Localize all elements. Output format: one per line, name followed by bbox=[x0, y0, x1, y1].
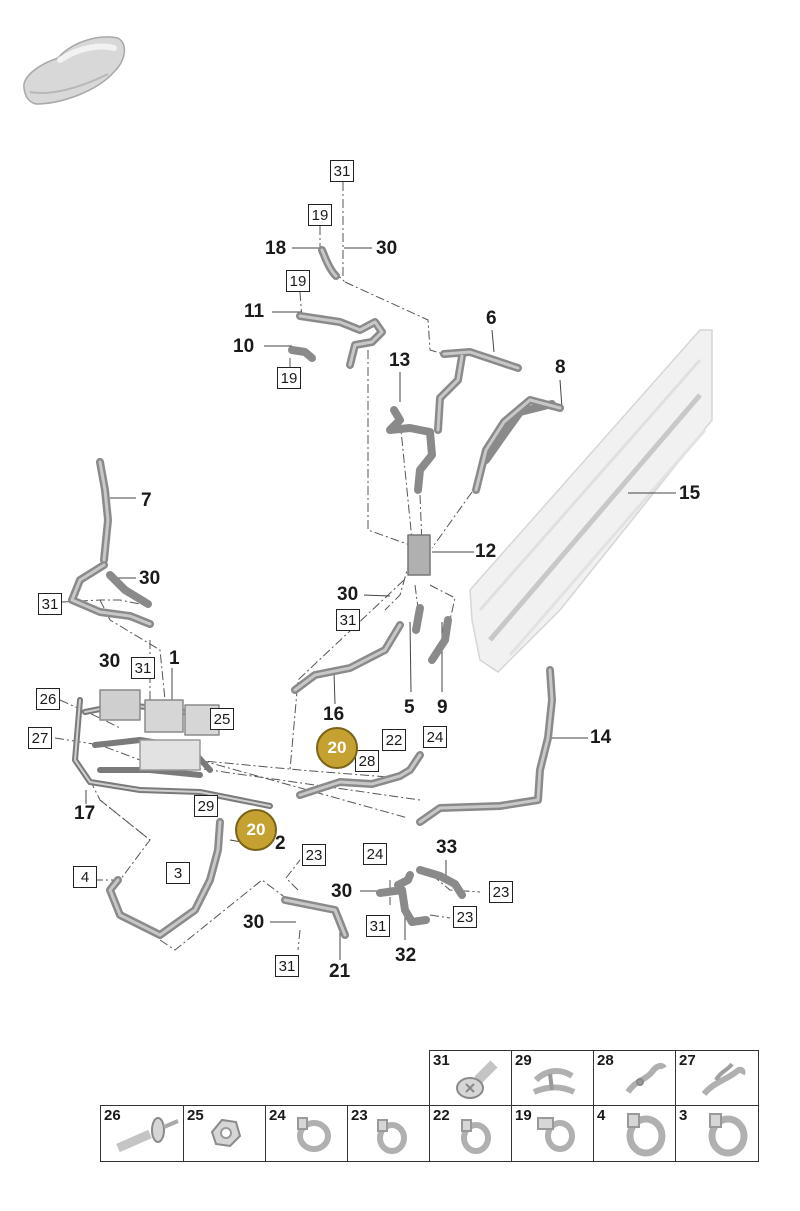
part-label: 7 bbox=[141, 490, 152, 511]
cell-number: 27 bbox=[679, 1052, 696, 1069]
ref-box: 24 bbox=[363, 843, 387, 865]
cell-number: 22 bbox=[433, 1107, 450, 1124]
ref-box: 27 bbox=[28, 727, 52, 749]
ref-box: 22 bbox=[382, 729, 406, 751]
part-label: 5 bbox=[404, 697, 415, 718]
cell-number: 31 bbox=[433, 1052, 450, 1069]
part-label: 30 bbox=[99, 651, 121, 672]
ref-box: 23 bbox=[302, 844, 326, 866]
ref-box: 31 bbox=[330, 160, 354, 182]
ref-box: 29 bbox=[194, 795, 218, 817]
parts-table-cell: 23 bbox=[347, 1105, 430, 1162]
parts-table-cell: 22 bbox=[429, 1105, 512, 1162]
part-label: 1 bbox=[169, 648, 180, 669]
cell-number: 29 bbox=[515, 1052, 532, 1069]
part-label: 17 bbox=[74, 803, 96, 824]
ref-box: 23 bbox=[453, 906, 477, 928]
cell-number: 24 bbox=[269, 1107, 286, 1124]
callout-badge: 20 bbox=[316, 727, 358, 769]
ref-box: 31 bbox=[366, 915, 390, 937]
parts-table-cell: 28 bbox=[593, 1050, 676, 1106]
cell-number: 19 bbox=[515, 1107, 532, 1124]
part-label: 30 bbox=[337, 584, 359, 605]
part-label: 14 bbox=[590, 727, 612, 748]
part-label: 30 bbox=[243, 912, 265, 933]
part-label: 21 bbox=[329, 961, 351, 982]
parts-table-cell: 4 bbox=[593, 1105, 676, 1162]
ref-box: 24 bbox=[423, 726, 447, 748]
cell-number: 4 bbox=[597, 1107, 606, 1124]
part-label: 11 bbox=[244, 301, 265, 322]
part-label: 6 bbox=[486, 308, 497, 329]
ref-box: 19 bbox=[308, 204, 332, 226]
ref-box: 23 bbox=[489, 881, 513, 903]
ref-box: 28 bbox=[355, 750, 379, 772]
parts-table-cell: 27 bbox=[675, 1050, 759, 1106]
cell-number: 28 bbox=[597, 1052, 614, 1069]
ref-box: 31 bbox=[38, 593, 62, 615]
ref-box: 31 bbox=[336, 609, 360, 631]
part-label: 8 bbox=[555, 357, 566, 378]
ref-box: 4 bbox=[73, 866, 97, 888]
body-panel-part bbox=[469, 329, 713, 673]
parts-table-cell: 29 bbox=[511, 1050, 594, 1106]
callout-badge: 20 bbox=[235, 809, 277, 851]
part-label: 30 bbox=[139, 568, 161, 589]
cell-number: 25 bbox=[187, 1107, 204, 1124]
parts-table-cell: 3 bbox=[675, 1105, 759, 1162]
car-silhouette-icon bbox=[23, 36, 126, 105]
part-label: 13 bbox=[389, 350, 411, 371]
part-label: 9 bbox=[437, 697, 448, 718]
ref-box: 26 bbox=[36, 688, 60, 710]
part-label: 10 bbox=[233, 336, 255, 357]
part-label: 33 bbox=[436, 837, 458, 858]
part-label: 15 bbox=[679, 483, 701, 504]
parts-table-cell: 26 bbox=[100, 1105, 184, 1162]
cell-number: 26 bbox=[104, 1107, 121, 1124]
ref-box: 19 bbox=[286, 270, 310, 292]
part-label: 12 bbox=[475, 541, 497, 562]
ref-box: 3 bbox=[166, 862, 190, 884]
ref-box: 25 bbox=[210, 708, 234, 730]
ref-box: 31 bbox=[131, 657, 155, 679]
part-label: 2 bbox=[275, 833, 286, 854]
part-label: 30 bbox=[331, 881, 353, 902]
ref-box: 31 bbox=[275, 955, 299, 977]
part-label: 30 bbox=[376, 238, 398, 259]
parts-table-cell: 25 bbox=[183, 1105, 266, 1162]
cell-number: 3 bbox=[679, 1107, 688, 1124]
parts-table-cell: 24 bbox=[265, 1105, 348, 1162]
part-label: 18 bbox=[265, 238, 287, 259]
ref-box: 19 bbox=[277, 367, 301, 389]
cell-number: 23 bbox=[351, 1107, 368, 1124]
parts-table-cell: 31 bbox=[429, 1050, 512, 1106]
part-label: 32 bbox=[395, 945, 417, 966]
part-label: 16 bbox=[323, 704, 345, 725]
parts-table-cell: 19 bbox=[511, 1105, 594, 1162]
